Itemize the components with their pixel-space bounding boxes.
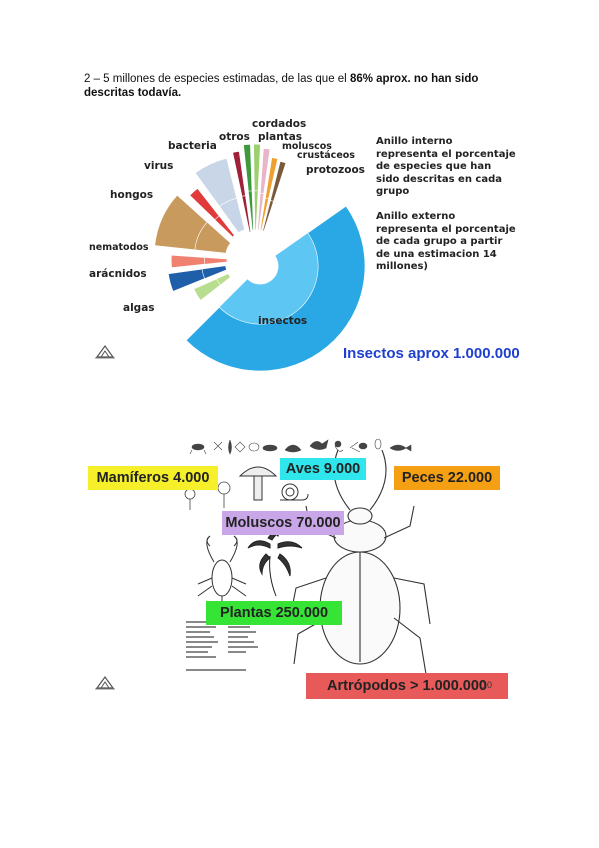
label-crustaceos: crustáceos [297,150,355,161]
species-ring-figure: cordados otros plantas bacteria moluscos… [80,110,520,380]
intro-paragraph: 2 – 5 millones de especies estimadas, de… [84,72,504,100]
inner-ring-segment-aracnidos [201,265,228,280]
label-insectos: insectos [258,315,308,327]
label-moluscos: moluscos [282,141,332,152]
box-peces: Peces 22.000 [394,466,500,490]
inner-ring-segment-plantas [253,190,259,231]
species-ring-chart [153,143,366,372]
university-logo [92,343,118,371]
inner-ring-segment-otros [241,195,252,233]
university-logo-2 [92,674,118,702]
inner-ring-segment-bacteria [218,197,246,234]
intro-bold-text: 86% aprox. no han sido descritas todavía… [84,73,479,99]
inner-ring-segment-virus [214,215,235,238]
species-count-figure [80,428,520,703]
box-artropodos: Artrópodos > 1.000.000 [306,673,508,699]
note-inner-ring: Anillo interno representa el porcentaje … [376,136,516,197]
label-otros: otros [219,131,250,143]
inner-ring-segment-crustaceos [259,197,270,232]
box-aves: Aves 9.000 [280,458,366,480]
inner-ring-segment-algas [216,273,231,286]
inner-ring-segment-hongos [194,221,232,254]
box-moluscos: Moluscos 70.000 [222,511,344,535]
box-plantas: Plantas 250.000 [206,601,342,625]
inner-ring-segment-cordados [247,190,254,231]
note-outer-ring: Anillo externo representa el porcentaje … [376,211,516,272]
label-bacteria: bacteria [168,140,217,152]
inner-ring-segment-protozoos [262,200,274,232]
label-hongos: hongos [110,189,154,201]
intro-text: 2 – 5 millones de especies estimadas, de… [84,73,350,85]
label-virus: virus [144,160,174,172]
label-cordados: cordados [252,118,307,130]
label-nematodos: nematodos [89,242,149,253]
inner-ring-segment-insectos [218,232,319,325]
label-aracnidos: arácnidos [89,268,147,280]
inner-ring-segment-moluscos [257,192,265,231]
page-number: 10 [482,680,493,690]
inner-ring-segment-nematodos [204,257,228,265]
label-algas: algas [123,302,155,314]
label-protozoos: protozoos [306,164,365,176]
label-plantas: plantas [258,131,303,143]
organism-drawings [184,438,431,675]
insects-total-text: Insectos aprox 1.000.000 [343,345,520,362]
box-mamiferos: Mamíferos 4.000 [88,466,218,490]
